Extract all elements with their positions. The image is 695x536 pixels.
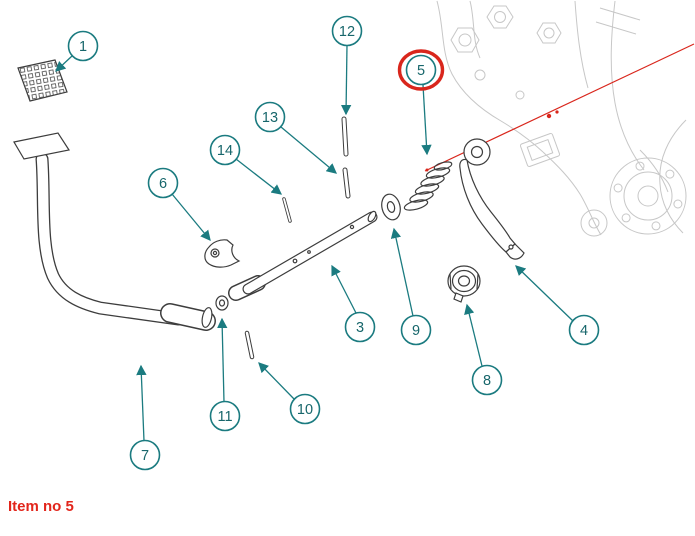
callout-14[interactable]: 14: [209, 134, 241, 166]
stop-bracket: [204, 239, 241, 268]
callout-7[interactable]: 7: [129, 439, 161, 471]
balloon-label: 5: [417, 63, 425, 79]
highlight-ring: [397, 49, 445, 91]
balloon-circle: [209, 134, 241, 166]
callout-3[interactable]: 3: [344, 311, 376, 343]
retaining-ring: [215, 295, 229, 311]
callout-1[interactable]: 1: [67, 30, 99, 62]
callout-6[interactable]: 6: [147, 167, 179, 199]
pin-medium: [342, 167, 351, 199]
bushing-cap: [447, 265, 481, 303]
cross-shaft: [242, 210, 378, 295]
balloon-label: 14: [217, 143, 233, 159]
spring: [403, 161, 453, 211]
balloon-circle: [209, 400, 241, 432]
balloon-circle: [405, 54, 437, 86]
callout-9[interactable]: 9: [400, 314, 432, 346]
balloon-circle: [147, 167, 179, 199]
pedal-pad: [17, 59, 68, 102]
callout-11[interactable]: 11: [209, 400, 241, 432]
callout-5[interactable]: 5: [397, 49, 445, 91]
balloon-label: 4: [580, 323, 588, 339]
callout-13[interactable]: 13: [254, 101, 286, 133]
balloon-circle: [67, 30, 99, 62]
balloon-label: 1: [79, 39, 87, 55]
engine-background-art: [436, 0, 687, 237]
balloon-label: 11: [217, 409, 232, 425]
balloon-label: 8: [483, 373, 491, 389]
balloon-label: 10: [297, 402, 313, 418]
balloon-circle: [331, 15, 363, 47]
balloon-label: 6: [159, 176, 167, 192]
callout-4[interactable]: 4: [568, 314, 600, 346]
callout-8[interactable]: 8: [471, 364, 503, 396]
balloon-label: 12: [339, 24, 355, 40]
leader-lines: [55, 44, 574, 442]
actuating-lever: [459, 138, 525, 260]
callout-10[interactable]: 10: [289, 393, 321, 425]
balloon-label: 3: [356, 320, 364, 336]
balloon-label: 9: [412, 323, 420, 339]
balloon-circle: [344, 311, 376, 343]
pin-long: [341, 116, 349, 157]
balloon-circle: [254, 101, 286, 133]
balloon-label: 13: [262, 110, 278, 126]
balloon-circle: [129, 439, 161, 471]
pedal-arm: [13, 132, 216, 331]
washer: [381, 193, 401, 221]
pin-short: [244, 330, 255, 360]
callout-12[interactable]: 12: [331, 15, 363, 47]
balloon-label: 7: [141, 448, 149, 464]
pin-thin: [282, 197, 292, 223]
balloon-circle: [289, 393, 321, 425]
balloon-circle: [568, 314, 600, 346]
balloon-circle: [400, 314, 432, 346]
balloon-circle: [471, 364, 503, 396]
selected-item-caption: Item no 5: [8, 498, 74, 515]
